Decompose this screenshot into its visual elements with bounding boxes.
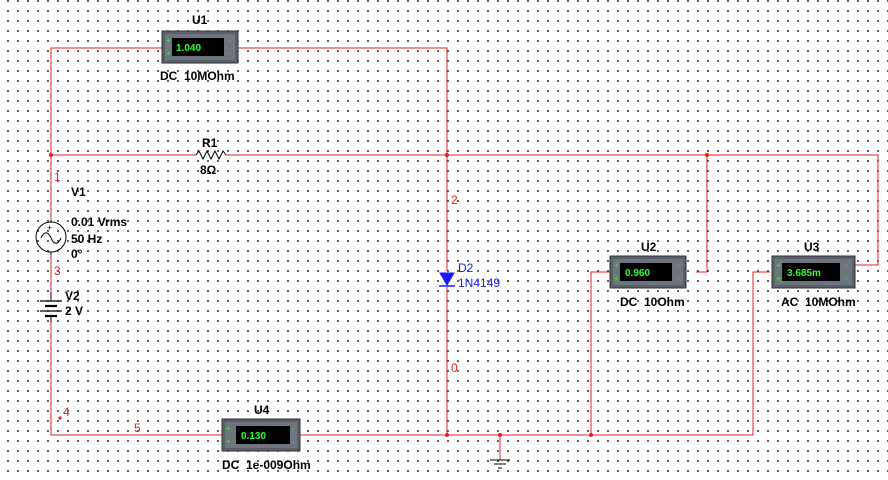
u3-display [782,263,840,281]
wire-to-u2[interactable] [696,155,708,273]
wire-v2-bottom[interactable] [50,322,222,436]
u4-plus-terminal: + [226,424,231,433]
wire-u2-return[interactable] [590,271,610,435]
resistor-zigzag-icon [195,149,227,161]
junction-dot [445,153,449,157]
junction-dot [705,153,709,157]
u1-reading: 1.040 [176,43,201,54]
v1-ref-label: V1 [71,185,86,199]
u1-minus-terminal: - [228,36,231,45]
v2-value-label: 2 V [65,304,83,318]
u2-mode-label: DC 10Ohm [620,295,685,309]
battery-v2[interactable]: V2 2 V [40,289,83,322]
u3-plus-terminal: + [776,261,781,270]
wires [50,47,879,460]
wire-bottom-rail[interactable] [300,271,770,436]
u2-reading: 0.960 [625,268,650,279]
r1-value-label: 8Ω [200,163,217,177]
diode-triangle-icon [439,272,455,286]
u1-plus-terminal: + [166,36,171,45]
u1-mode-label: DC 10MOhm [160,69,235,83]
u4-plus-terminal-lower: + [226,437,231,446]
diode-d2[interactable]: D2 1N4149 [439,261,500,290]
wire-u1-loop[interactable] [50,47,448,155]
net-label-0: 0 [451,361,458,375]
net-label-1: 1 [54,170,61,184]
u4-mode-label: DC 1e-009Ohm [222,458,311,472]
u3-minus-terminal-lower: - [845,274,848,283]
junction-dot [58,416,62,420]
u3-mode-label: AC 10MOhm [781,295,856,309]
v1-frequency-label: 50 Hz [71,232,102,246]
u1-ref-label: U1 [192,13,208,27]
u1-minus-terminal-lower: - [228,49,231,58]
u4-minus-terminal: - [292,424,295,433]
sine-wave-icon [40,232,62,244]
net-label-5: 5 [134,421,141,435]
u3-ref-label: U3 [804,240,820,254]
ac-source-v1[interactable]: + V1 0.01 Vrms 50 Hz 0° [35,185,127,261]
net-labels: 1 2 3 0 4 5 [54,170,458,435]
multimeter-u1[interactable]: U1 1.040 + - + - DC 10MOhm [160,13,239,83]
multimeter-u2[interactable]: U2 0.960 + - + - DC 10Ohm [609,240,687,309]
multimeter-u3[interactable]: U3 3.685m + - + - AC 10MOhm [771,240,856,309]
u2-minus-terminal: - [677,261,680,270]
u4-display [236,426,290,444]
junctions [49,153,709,437]
net-label-2: 2 [451,193,458,207]
u4-reading: 0.130 [241,431,266,442]
ground-symbol[interactable] [490,459,510,469]
net-label-4: 4 [63,405,70,419]
u2-ref-label: U2 [641,240,657,254]
u4-ref-label: U4 [254,403,270,417]
v1-amplitude-label: 0.01 Vrms [71,215,127,229]
net-label-3: 3 [54,264,61,278]
d2-model-label: 1N4149 [458,276,500,290]
u2-plus-terminal: + [614,261,619,270]
u3-plus-terminal-lower: + [776,274,781,283]
v1-phase-label: 0° [71,247,83,261]
d2-ref-label: D2 [458,261,474,275]
resistor-r1[interactable]: R1 8Ω [195,136,227,177]
v2-ref-label: V2 [65,289,80,303]
junction-dot [445,433,449,437]
u1-plus-terminal-lower: + [166,49,171,58]
junction-dot [49,153,53,157]
v1-plus-sign: + [47,223,52,233]
junction-dot [589,433,593,437]
u1-display [172,38,224,56]
u3-reading: 3.685m [787,268,821,279]
u2-display [620,263,672,281]
r1-ref-label: R1 [202,136,218,150]
u2-plus-terminal-lower: + [614,274,619,283]
multimeter-u4[interactable]: U4 0.130 + - + - DC 1e-009Ohm [221,403,311,472]
wire-top-rail-right[interactable] [226,154,879,266]
junction-dot [498,433,502,437]
u4-minus-terminal-lower: - [292,437,295,446]
u3-minus-terminal: - [845,261,848,270]
u2-minus-terminal-lower: - [677,274,680,283]
